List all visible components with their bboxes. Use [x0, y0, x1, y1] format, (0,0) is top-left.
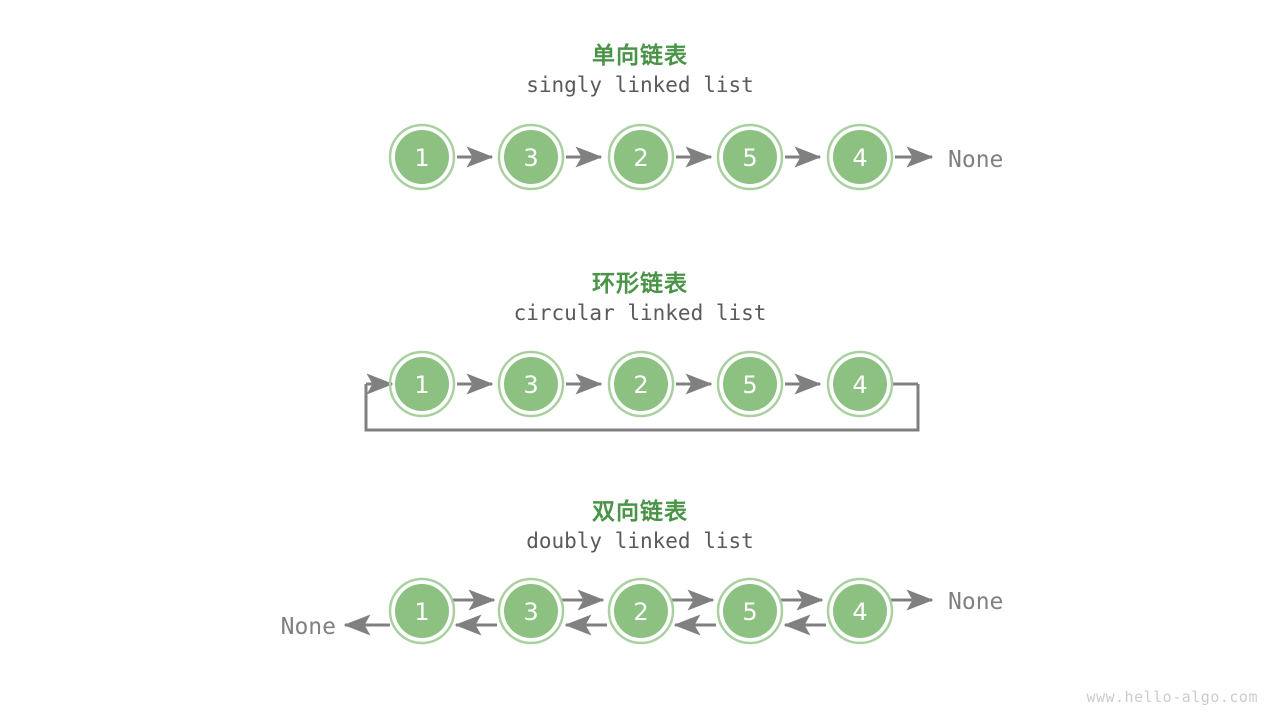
node-value: 3: [523, 598, 538, 626]
singly-node-4[interactable]: 4: [826, 123, 894, 191]
node-value: 4: [852, 371, 867, 399]
watermark: www.hello-algo.com: [1086, 688, 1258, 706]
section-title-en-doubly: doubly linked list: [526, 529, 754, 553]
doubly-node-2[interactable]: 2: [607, 577, 675, 645]
circular-loopback-path: [364, 373, 920, 432]
section-title-en-singly: singly linked list: [526, 73, 754, 97]
circular-node-1[interactable]: 3: [497, 350, 565, 418]
node-value: 1: [414, 371, 429, 399]
circular-node-2[interactable]: 2: [607, 350, 675, 418]
section-title-cn-doubly: 双向链表: [592, 499, 688, 525]
section-title-cn-circular: 环形链表: [592, 271, 688, 297]
doubly-node-3[interactable]: 5: [716, 577, 784, 645]
section-title-en-circular: circular linked list: [513, 301, 767, 325]
singly-node-2[interactable]: 2: [607, 123, 675, 191]
node-value: 5: [742, 144, 757, 172]
singly-node-0[interactable]: 1: [388, 123, 456, 191]
circular-node-4[interactable]: 4: [826, 350, 894, 418]
node-value: 3: [523, 371, 538, 399]
doubly-node-1[interactable]: 3: [497, 577, 565, 645]
singly-node-3[interactable]: 5: [716, 123, 784, 191]
node-value: 5: [742, 598, 757, 626]
node-value: 1: [414, 598, 429, 626]
node-value: 3: [523, 144, 538, 172]
doubly-node-0[interactable]: 1: [388, 577, 456, 645]
node-value: 2: [633, 371, 648, 399]
circular-node-3[interactable]: 5: [716, 350, 784, 418]
node-value: 2: [633, 598, 648, 626]
node-value: 4: [852, 144, 867, 172]
node-value: 1: [414, 144, 429, 172]
doubly-tail-none-label: None: [948, 589, 1003, 615]
node-value: 5: [742, 371, 757, 399]
section-title-cn-singly: 单向链表: [592, 43, 688, 69]
singly-tail-none-label: None: [948, 147, 1003, 173]
singly-node-1[interactable]: 3: [497, 123, 565, 191]
doubly-node-4[interactable]: 4: [826, 577, 894, 645]
node-value: 4: [852, 598, 867, 626]
circular-node-0[interactable]: 1: [388, 350, 456, 418]
doubly-head-none-label: None: [281, 614, 336, 640]
node-value: 2: [633, 144, 648, 172]
